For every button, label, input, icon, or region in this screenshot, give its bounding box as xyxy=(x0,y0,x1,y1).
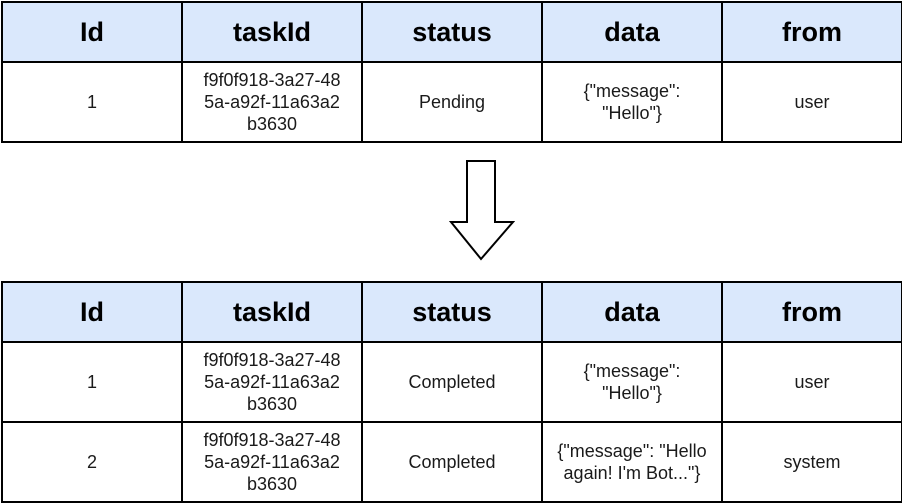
cell-status: Completed xyxy=(361,421,543,503)
table-after: Id taskId status data from 1 f9f0f918-3a… xyxy=(1,281,902,503)
header-status: status xyxy=(361,281,543,343)
cell-id: 2 xyxy=(1,421,183,503)
cell-from: user xyxy=(721,341,902,423)
cell-data: {"message": "Hello"} xyxy=(541,61,723,143)
cell-from: system xyxy=(721,421,902,503)
cell-id: 1 xyxy=(1,341,183,423)
header-taskid: taskId xyxy=(181,281,363,343)
header-id: Id xyxy=(1,281,183,343)
header-taskid: taskId xyxy=(181,1,363,63)
table-row: 1 f9f0f918-3a27-485a-a92f-11a63a2b3630 C… xyxy=(1,341,902,423)
cell-from: user xyxy=(721,61,902,143)
header-from: from xyxy=(721,281,902,343)
header-data: data xyxy=(541,281,723,343)
cell-taskid: f9f0f918-3a27-485a-a92f-11a63a2b3630 xyxy=(181,421,363,503)
cell-taskid: f9f0f918-3a27-485a-a92f-11a63a2b3630 xyxy=(181,61,363,143)
cell-data: {"message": "Hello"} xyxy=(541,341,723,423)
data-text: {"message": "Hello"} xyxy=(583,361,681,403)
cell-status: Completed xyxy=(361,341,543,423)
down-arrow-icon xyxy=(449,160,515,261)
table-before: Id taskId status data from 1 f9f0f918-3a… xyxy=(1,1,902,143)
cell-status: Pending xyxy=(361,61,543,143)
cell-data: {"message": "Hello again! I'm Bot..."} xyxy=(541,421,723,503)
taskid-text: f9f0f918-3a27-485a-a92f-11a63a2b3630 xyxy=(203,350,341,414)
header-id: Id xyxy=(1,1,183,63)
taskid-text: f9f0f918-3a27-485a-a92f-11a63a2b3630 xyxy=(203,430,341,494)
header-row: Id taskId status data from xyxy=(1,281,902,343)
header-status: status xyxy=(361,1,543,63)
data-text: {"message": "Hello again! I'm Bot..."} xyxy=(557,441,707,483)
taskid-text: f9f0f918-3a27-485a-a92f-11a63a2b3630 xyxy=(203,70,341,134)
data-text: {"message": "Hello"} xyxy=(583,81,681,123)
header-from: from xyxy=(721,1,902,63)
table-row: 1 f9f0f918-3a27-485a-a92f-11a63a2b3630 P… xyxy=(1,61,902,143)
cell-id: 1 xyxy=(1,61,183,143)
table-row: 2 f9f0f918-3a27-485a-a92f-11a63a2b3630 C… xyxy=(1,421,902,503)
header-row: Id taskId status data from xyxy=(1,1,902,63)
cell-taskid: f9f0f918-3a27-485a-a92f-11a63a2b3630 xyxy=(181,341,363,423)
header-data: data xyxy=(541,1,723,63)
